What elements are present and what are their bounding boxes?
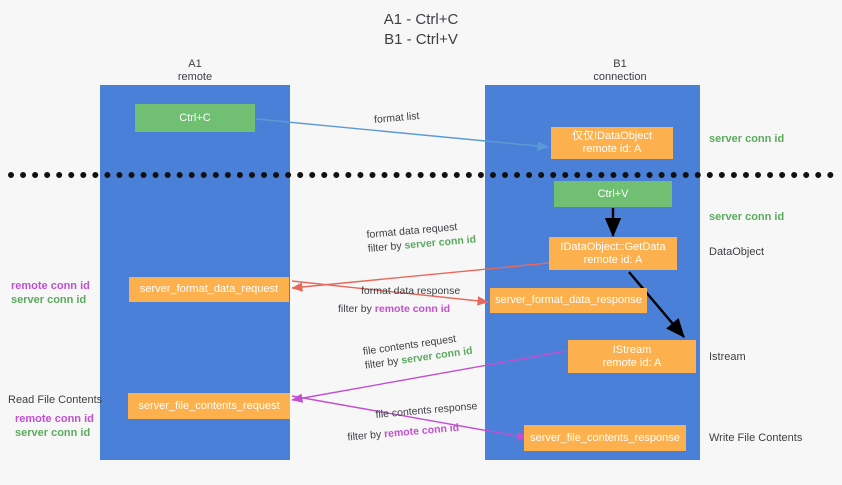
annotation-remote-conn-id-lower: remote conn id bbox=[15, 413, 94, 425]
annotation-istream: Istream bbox=[709, 351, 746, 363]
box-istream-line1: IStream bbox=[612, 343, 652, 356]
title-line-2: B1 - Ctrl+V bbox=[384, 31, 458, 48]
box-server-file-contents-response[interactable]: server_file_contents_response bbox=[524, 425, 686, 451]
lane-header-a1: A1 remote bbox=[120, 58, 270, 84]
filter-prefix: filter by bbox=[338, 303, 375, 315]
box-server-format-data-response-label: server_format_data_response bbox=[495, 294, 642, 306]
title-line-1: A1 - Ctrl+C bbox=[383, 11, 459, 28]
edge-label-format-data-response-filter: filter by remote conn id bbox=[338, 302, 460, 316]
box-getdata[interactable]: IDataObject::GetData remote id: A bbox=[549, 237, 677, 270]
box-istream-line2: remote id: A bbox=[602, 356, 662, 369]
box-istream[interactable]: IStream remote id: A bbox=[568, 340, 696, 373]
lane-b1-sublabel: connection bbox=[593, 71, 647, 83]
arrow-file-contents-response bbox=[291, 395, 529, 441]
annotation-server-conn-id-mid: server conn id bbox=[709, 211, 785, 223]
lane-a1-name: A1 bbox=[188, 58, 202, 70]
box-ctrl-c-label: Ctrl+C bbox=[179, 111, 211, 124]
box-server-file-contents-request[interactable]: server_file_contents_request bbox=[128, 393, 290, 419]
lane-a1-sublabel: remote bbox=[177, 71, 213, 83]
annotation-read-file-contents: Read File Contents bbox=[8, 394, 103, 406]
box-ctrl-c[interactable]: Ctrl+C bbox=[135, 104, 255, 132]
arrow-format-list bbox=[255, 118, 549, 151]
edge-label-format-data-response: format data response filter by remote co… bbox=[338, 284, 461, 316]
arrow-format-data-response bbox=[291, 280, 489, 306]
arrow-file-contents-request bbox=[291, 350, 567, 403]
box-server-file-contents-request-label: server_file_contents_request bbox=[138, 399, 280, 412]
lane-header-b1: B1 connection bbox=[545, 58, 695, 84]
box-ctrl-v[interactable]: Ctrl+V bbox=[554, 181, 672, 207]
annotation-write-file-contents: Write File Contents bbox=[709, 432, 803, 444]
annotation-remote-conn-id-upper: remote conn id bbox=[11, 280, 90, 292]
box-getdata-line1: IDataObject::GetData bbox=[560, 240, 666, 253]
page-title: A1 - Ctrl+C B1 - Ctrl+V bbox=[0, 10, 842, 50]
box-server-format-data-request[interactable]: server_format_data_request bbox=[129, 277, 289, 302]
box-idataobject-create-line2: remote id: A bbox=[582, 143, 642, 155]
annotation-server-conn-id-lower: server conn id bbox=[15, 427, 91, 439]
box-server-file-contents-response-label: server_file_contents_response bbox=[530, 431, 680, 444]
edge-label-format-data-response-text: format data response bbox=[361, 285, 461, 297]
annotation-server-conn-id-top: server conn id bbox=[709, 133, 785, 145]
arrow-getdata-to-istream bbox=[628, 271, 685, 338]
annotation-dataobject: DataObject bbox=[709, 246, 765, 258]
filter-prefix: filter by bbox=[367, 239, 405, 255]
box-server-format-data-request-label: server_format_data_request bbox=[139, 283, 279, 295]
arrow-format-data-request bbox=[291, 262, 550, 292]
phase-divider bbox=[8, 172, 834, 178]
filter-value-remote-conn-id: remote conn id bbox=[374, 303, 451, 315]
box-server-format-data-response[interactable]: server_format_data_response bbox=[490, 288, 647, 313]
filter-prefix: filter by bbox=[346, 428, 385, 444]
box-getdata-line2: remote id: A bbox=[583, 253, 643, 266]
lane-b1-name: B1 bbox=[613, 58, 627, 70]
box-idataobject-create-line1: 仅仅IDataObject bbox=[571, 130, 653, 142]
box-idataobject-create[interactable]: 仅仅IDataObject remote id: A bbox=[551, 127, 673, 159]
box-ctrl-v-label: Ctrl+V bbox=[597, 187, 629, 200]
annotation-server-conn-id-upper: server conn id bbox=[11, 294, 87, 306]
